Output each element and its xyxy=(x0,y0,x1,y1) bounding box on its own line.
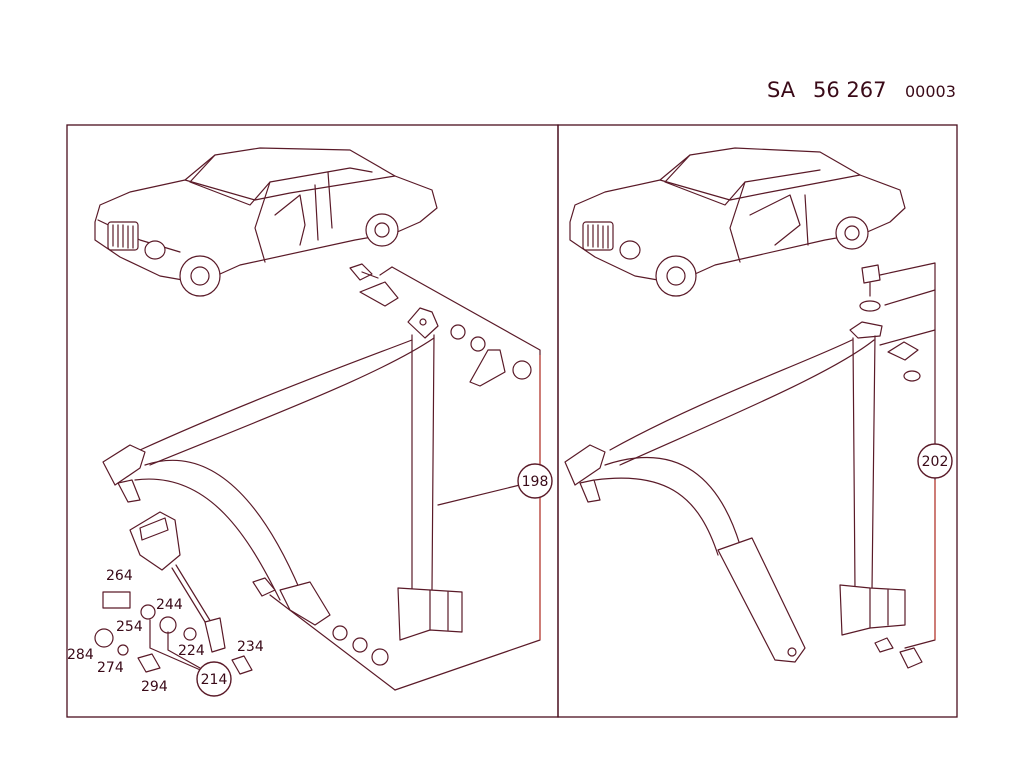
sa-suffix: 00003 xyxy=(905,82,956,101)
callout-198: 198 xyxy=(517,463,553,499)
callout-202: 202 xyxy=(917,443,953,479)
sa-prefix: SA xyxy=(767,78,796,102)
left-sedan-car xyxy=(94,147,438,297)
callout-214: 214 xyxy=(196,661,232,697)
part-label-274: 274 xyxy=(97,660,124,676)
part-label-284: 284 xyxy=(67,647,94,663)
callout-198-label: 198 xyxy=(522,474,549,490)
part-label-214: 214 xyxy=(201,672,228,688)
part-label-264: 264 xyxy=(106,568,133,584)
part-label-224: 224 xyxy=(178,643,205,659)
right-coupe-car xyxy=(569,147,906,297)
right-seatbelt-assembly xyxy=(564,262,936,669)
part-label-244: 244 xyxy=(156,597,183,613)
left-seatbelt-assembly xyxy=(94,263,541,691)
part-label-294: 294 xyxy=(141,679,168,695)
part-label-234: 234 xyxy=(237,639,264,655)
part-label-254: 254 xyxy=(116,619,143,635)
right-panel-frame xyxy=(557,124,958,718)
sa-number: 56 267 xyxy=(813,78,886,102)
callout-202-label: 202 xyxy=(922,454,949,470)
